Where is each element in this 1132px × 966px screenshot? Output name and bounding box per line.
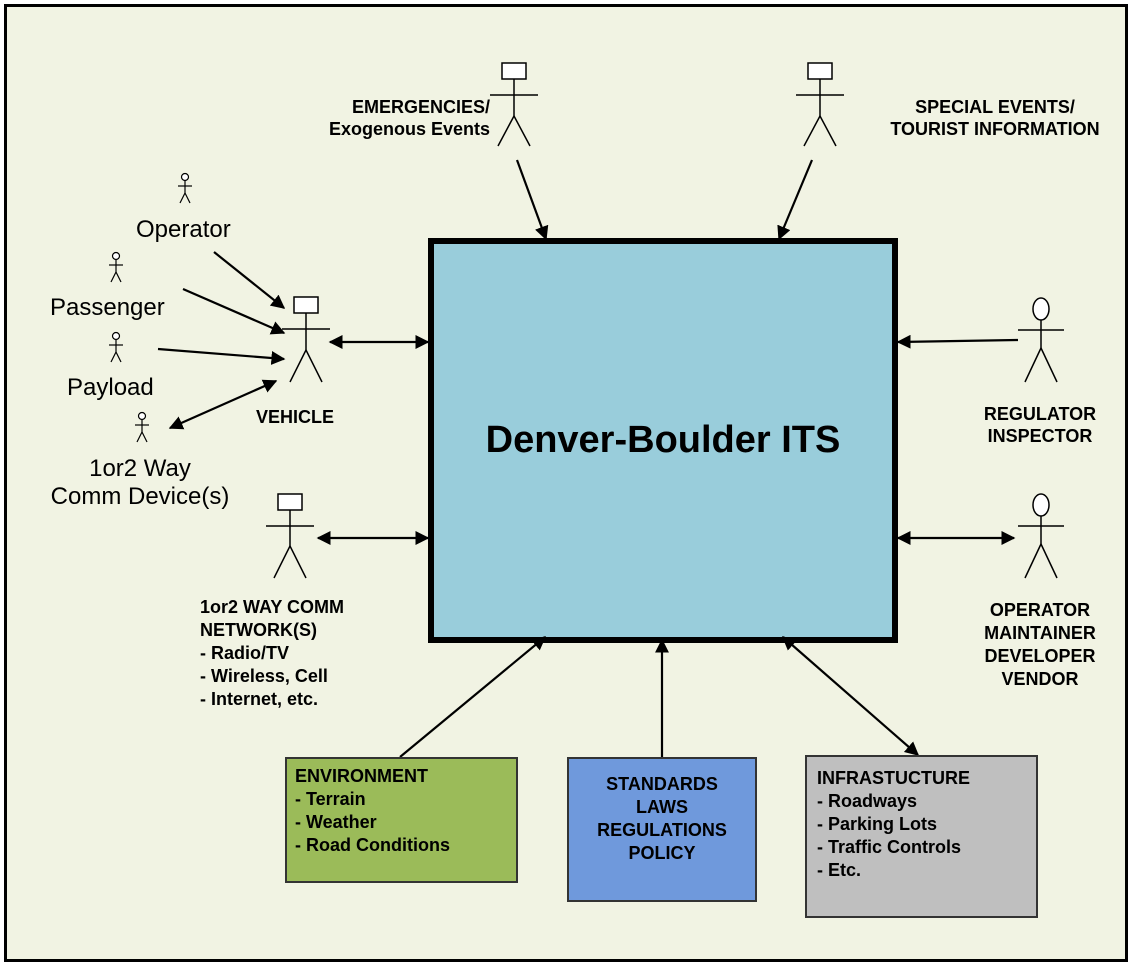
emergencies-label: EMERGENCIES/Exogenous Events bbox=[328, 97, 490, 139]
emergencies-actor-icon bbox=[490, 62, 538, 147]
system-box[interactable] bbox=[428, 238, 898, 643]
system-title: Denver-Boulder ITS bbox=[485, 419, 841, 461]
operator-label: Operator bbox=[136, 216, 231, 243]
arrow-environment-to-system bbox=[399, 636, 547, 758]
passenger-person-icon bbox=[109, 251, 123, 283]
arrow-payload-to-vehicle bbox=[157, 347, 286, 365]
comm-network-actor-icon bbox=[266, 493, 314, 579]
special-events-actor-icon bbox=[796, 62, 844, 147]
arrow-special-events-to-system bbox=[777, 159, 814, 241]
regulator-actor-icon bbox=[1018, 297, 1064, 383]
payload-person-icon bbox=[109, 331, 123, 363]
arrow-emergencies-to-system bbox=[515, 159, 549, 241]
payload-label: Payload bbox=[67, 374, 154, 401]
arrow-passenger-to-vehicle bbox=[182, 287, 286, 335]
infrastructure-box[interactable]: INFRASTUCTURE- Roadways - Parking Lots- … bbox=[805, 755, 1038, 918]
vehicle-label: VEHICLE bbox=[256, 407, 335, 427]
arrow-infrastructure-system bbox=[781, 636, 920, 756]
arrow-operator-to-vehicle bbox=[213, 251, 286, 309]
vehicle-actor-icon bbox=[282, 296, 330, 383]
special-events-label: SPECIAL EVENTS/TOURIST INFORMATION bbox=[890, 97, 1100, 139]
environment-box[interactable]: ENVIRONMENT- Terrain - Weather- Road Con… bbox=[285, 757, 518, 883]
comm-device-person-icon bbox=[135, 411, 149, 443]
arrow-vehicle-comm-device bbox=[168, 379, 278, 430]
passenger-label: Passenger bbox=[50, 294, 165, 321]
arrow-regulator-to-system bbox=[896, 334, 1019, 349]
operator-person-icon bbox=[178, 172, 192, 204]
operator-group-actor-icon bbox=[1018, 493, 1064, 579]
